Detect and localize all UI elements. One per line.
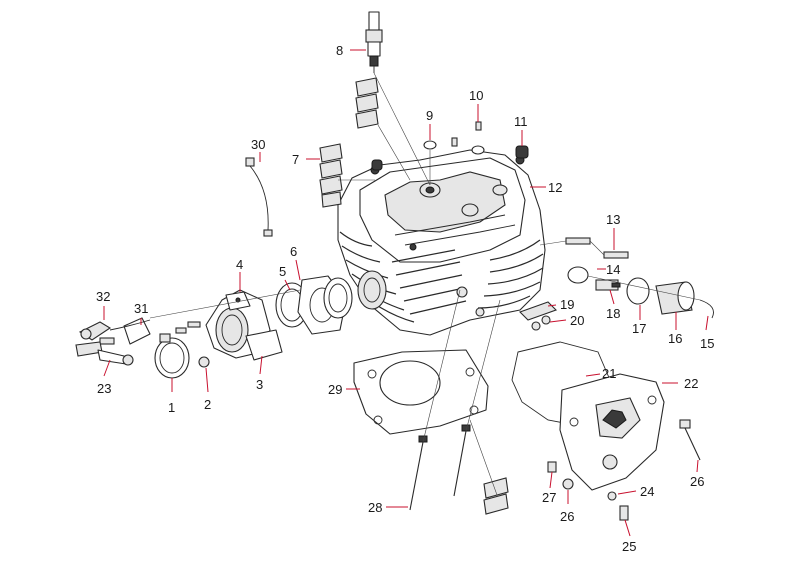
callout-29: 29: [328, 382, 342, 397]
callout-16: 16: [668, 331, 682, 346]
callout-17: 17: [632, 321, 646, 336]
valve-springs-lower: [483, 477, 509, 515]
callout-19: 19: [560, 297, 574, 312]
callout-12: 12: [548, 180, 562, 195]
callout-1: 1: [168, 400, 175, 415]
circlip-15: [699, 299, 714, 319]
callout-27: 27: [542, 490, 556, 505]
callout-22: 22: [684, 376, 698, 391]
side-cover-22: [559, 373, 665, 491]
callout-23: 23: [97, 381, 111, 396]
callout-labels: 8 9 10 11 7 30 12 13 14 15 16 17 18 19 2…: [96, 43, 714, 554]
sensor-18: [595, 279, 621, 291]
bracket-19-20: [518, 301, 558, 331]
callout-2: 2: [204, 397, 211, 412]
callout-21: 21: [602, 366, 616, 381]
callout-14: 14: [606, 262, 620, 277]
callout-30: 30: [251, 137, 265, 152]
callout-8: 8: [336, 43, 343, 58]
callout-28: 28: [368, 500, 382, 515]
callout-15: 15: [700, 336, 714, 351]
gaskets-5-6: [275, 275, 353, 335]
bolts-intake: [175, 321, 210, 368]
bolts-10: [451, 121, 482, 147]
assembly-guide-lines: [149, 72, 701, 496]
cover-bolts-24-27: [547, 419, 701, 521]
cylinder-head: [337, 149, 546, 336]
callout-7: 7: [292, 152, 299, 167]
o-ring-17: [626, 277, 650, 305]
callout-6: 6: [290, 244, 297, 259]
exhaust-port: [357, 270, 387, 310]
callout-5: 5: [279, 264, 286, 279]
callout-25: 25: [622, 539, 636, 554]
callout-13: 13: [606, 212, 620, 227]
callout-11: 11: [514, 114, 528, 129]
temperature-sensor-wire: [245, 157, 273, 237]
washer-10b: [471, 145, 485, 155]
intake-rubber-3: [245, 329, 283, 361]
valve-seal-11: [371, 145, 529, 171]
valve-springs-left: [319, 143, 343, 208]
head-gasket-29: [353, 349, 489, 435]
callout-31: 31: [134, 301, 148, 316]
o-ring-14: [567, 266, 589, 284]
callout-3: 3: [256, 377, 263, 392]
throttle-linkage-31-32: [75, 317, 151, 366]
callout-26-right: 26: [690, 474, 704, 489]
tensioner-16: [655, 281, 695, 315]
callout-leaders: [103, 49, 709, 537]
valve-springs-upper: [355, 77, 379, 129]
callout-18: 18: [606, 306, 620, 321]
intake-clamp-1: [154, 333, 190, 379]
o-ring-9: [423, 140, 437, 150]
stud-bolts-28: [409, 424, 471, 511]
spark-plug: [365, 11, 383, 73]
callout-32: 32: [96, 289, 110, 304]
callout-20: 20: [570, 313, 584, 328]
callout-24: 24: [640, 484, 654, 499]
callout-10: 10: [469, 88, 483, 103]
callout-9: 9: [426, 108, 433, 123]
callout-4: 4: [236, 257, 243, 272]
callout-26-left: 26: [560, 509, 574, 524]
